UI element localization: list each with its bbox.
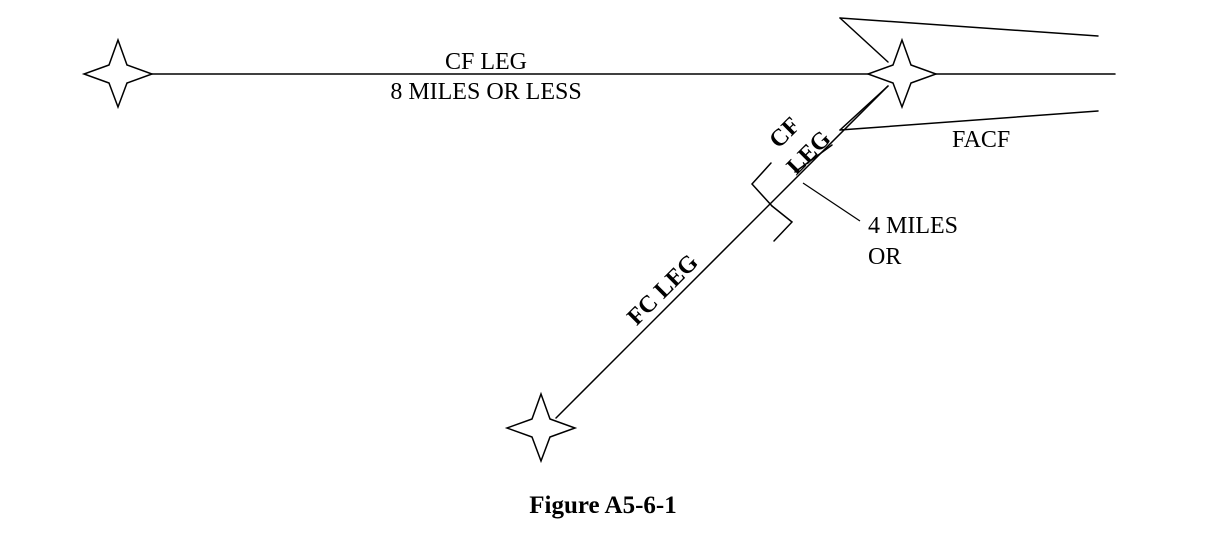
four-miles-label-line1: 4 MILES (868, 213, 958, 239)
leg-boundary-bracket-upper (750, 162, 773, 207)
approach-wedge-upper (839, 17, 889, 63)
four-miles-label-line2: OR (868, 244, 901, 270)
southwest-fix-star-icon (504, 391, 578, 464)
approach-wedge-upper-edge (839, 17, 1099, 37)
west-fix-star-icon (81, 37, 155, 110)
cf-leg-distance-label: 8 MILES OR LESS (390, 79, 581, 105)
cf-leg-top-label: CF LEG (445, 49, 527, 75)
approach-wedge-lower-edge (839, 110, 1099, 131)
leg-boundary-bracket-lower (771, 205, 794, 242)
fc-leg-label: FC LEG (623, 249, 704, 330)
facf-label: FACF (952, 127, 1010, 153)
figure-caption: Figure A5-6-1 (529, 492, 676, 519)
facf-fix-star-icon (865, 37, 939, 110)
fc-leg-diagonal-line (555, 85, 889, 419)
cf-leg-extent-bar (794, 144, 833, 173)
four-miles-leader-line (802, 182, 861, 222)
